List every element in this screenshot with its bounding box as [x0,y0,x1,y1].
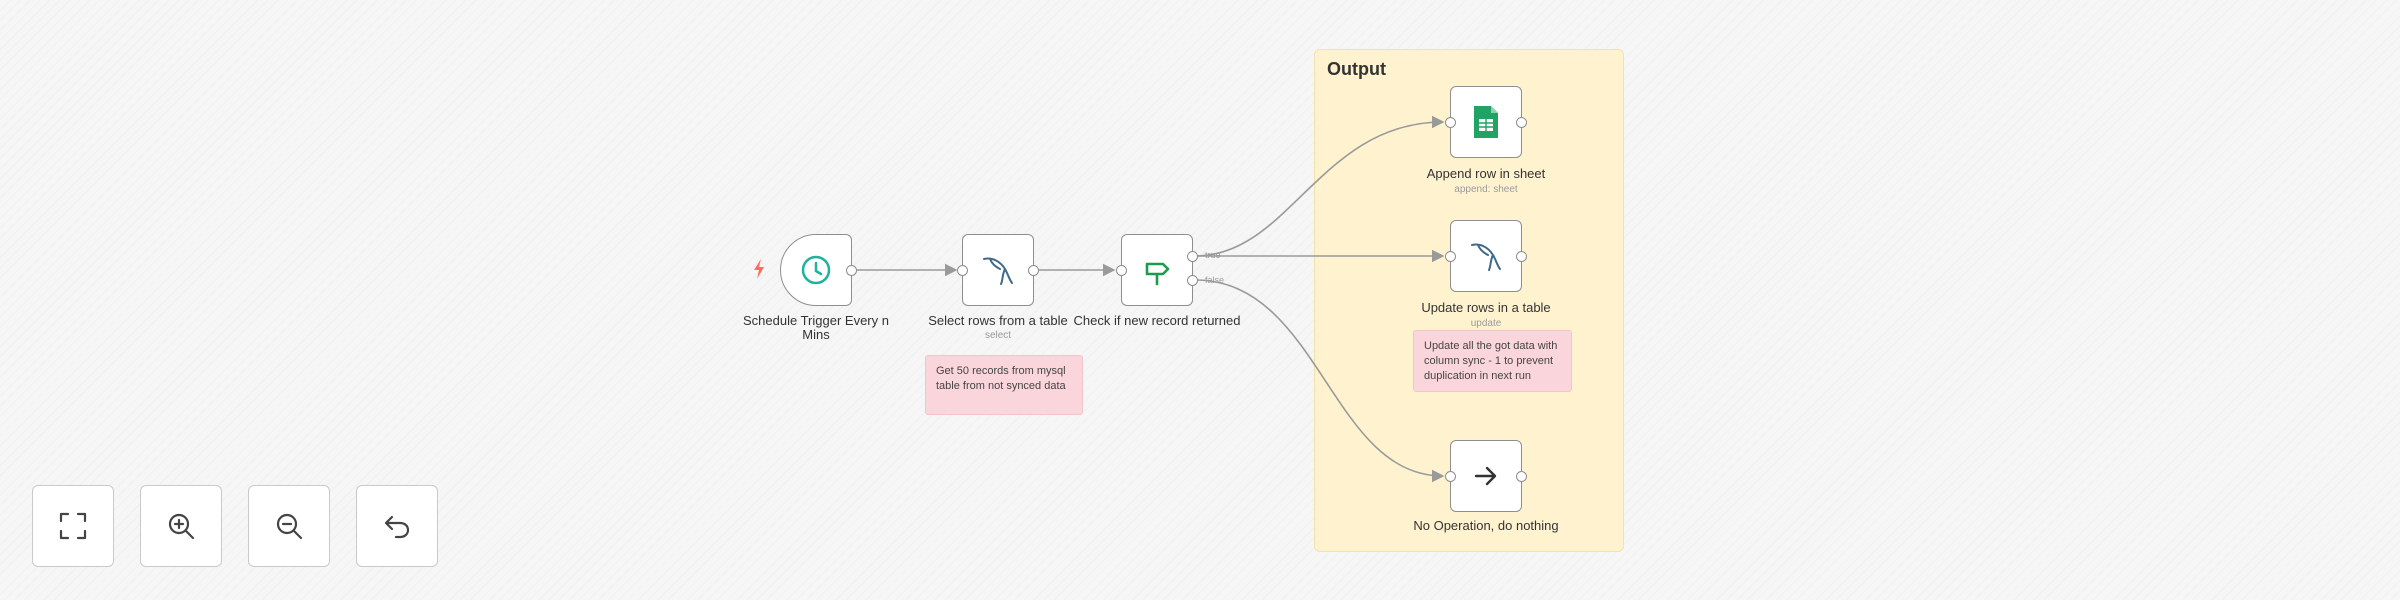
schedule-trigger-node[interactable] [780,234,857,306]
output-port[interactable] [1516,117,1527,128]
no-operation-label: No Operation, do nothing [1413,518,1559,533]
fit-view-button[interactable] [32,485,114,567]
select-rows-sublabel: select [984,330,1012,341]
append-row-sublabel: append: sheet [1454,184,1518,195]
mysql-dolphin-icon [983,257,1013,285]
group-title: Output [1327,59,1386,79]
zoom-in-icon [168,513,195,540]
zoom-out-icon [276,513,303,540]
update-rows-label: Update rows in a table [1421,300,1551,315]
schedule-trigger-label: Schedule Trigger Every n Mins [743,313,889,342]
trigger-bolt-icon [754,259,764,279]
sticky-note-update[interactable]: Update all the got data with column sync… [1413,330,1572,392]
append-row-node[interactable] [1445,86,1527,158]
arrow-right-icon [1474,466,1497,486]
undo-button[interactable] [356,485,438,567]
check-new-record-node[interactable] [1116,234,1198,306]
if-branch-icon [1145,262,1170,286]
input-port[interactable] [1445,471,1456,482]
append-row-label: Append row in sheet [1426,166,1546,181]
false-output-port[interactable] [1187,275,1198,286]
undo-icon [384,515,410,539]
input-port[interactable] [1445,251,1456,262]
output-port[interactable] [846,265,857,276]
input-port[interactable] [1445,117,1456,128]
true-output-port[interactable] [1187,251,1198,262]
output-port[interactable] [1516,471,1527,482]
no-operation-node[interactable] [1445,440,1527,512]
update-rows-sublabel: update [1470,318,1502,329]
check-new-record-label: Check if new record returned [1073,313,1241,328]
zoom-in-button[interactable] [140,485,222,567]
zoom-out-button[interactable] [248,485,330,567]
fit-view-icon [59,512,87,540]
clock-icon [801,255,831,285]
select-rows-node[interactable] [957,234,1039,306]
input-port[interactable] [1116,265,1127,276]
update-rows-node[interactable] [1445,220,1527,292]
input-port[interactable] [957,265,968,276]
edge-label-false: false [1205,275,1225,285]
google-sheets-icon [1474,106,1498,138]
output-port[interactable] [1028,265,1039,276]
output-port[interactable] [1516,251,1527,262]
edge-label-true: true [1205,250,1221,260]
sticky-note-select[interactable]: Get 50 records from mysql table from not… [925,355,1083,415]
select-rows-label: Select rows from a table [928,313,1068,328]
mysql-dolphin-icon [1471,243,1501,271]
